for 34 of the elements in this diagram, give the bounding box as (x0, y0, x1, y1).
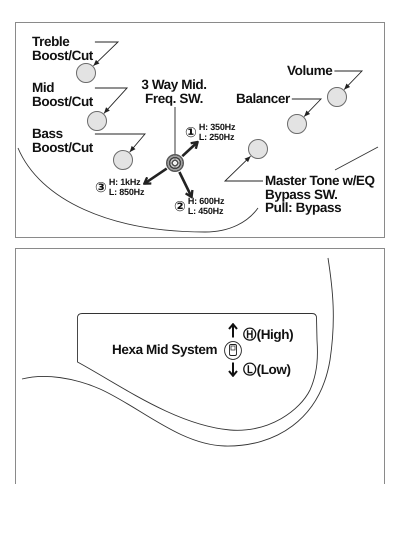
control-label: Treble Boost/Cut (32, 35, 93, 62)
position-label: Ⓛ(Low) (243, 363, 291, 376)
leader-line (224, 156, 264, 182)
arrow (143, 168, 168, 185)
control-label: Master Tone w/EQ Bypass SW. Pull: Bypass (265, 174, 375, 214)
knob (248, 139, 268, 159)
knob (327, 87, 347, 107)
frequency-label: H: 600Hz L: 450Hz (188, 197, 224, 216)
knob (76, 63, 96, 83)
position-number: ① (185, 126, 197, 140)
frequency-label: H: 350Hz L: 250Hz (198, 123, 236, 142)
leader-line (174, 106, 176, 154)
leader-line (94, 134, 146, 153)
arrow (181, 140, 199, 158)
control-label: Bass Boost/Cut (32, 127, 93, 154)
control-plate (77, 313, 319, 433)
arrow (178, 171, 194, 198)
control-label: Balancer (236, 92, 290, 106)
position-number: ② (174, 200, 186, 214)
knob (87, 111, 107, 131)
frequency-label: H: 1kHz L: 850Hz (108, 178, 144, 197)
rotary-switch (166, 154, 184, 172)
position-label: Ⓗ(High) (243, 328, 294, 342)
leader-line (92, 42, 120, 66)
switch-label: Hexa Mid System (112, 343, 218, 356)
position-number: ③ (95, 180, 107, 194)
knob (113, 150, 133, 170)
control-label: 3 Way Mid. Freq. SW. (136, 78, 212, 105)
control-label: Mid Boost/Cut (32, 81, 93, 108)
leader-line (334, 70, 364, 90)
leader-line (291, 98, 322, 118)
control-label: Volume (287, 64, 332, 78)
leader-line (94, 88, 128, 114)
knob (287, 114, 307, 134)
